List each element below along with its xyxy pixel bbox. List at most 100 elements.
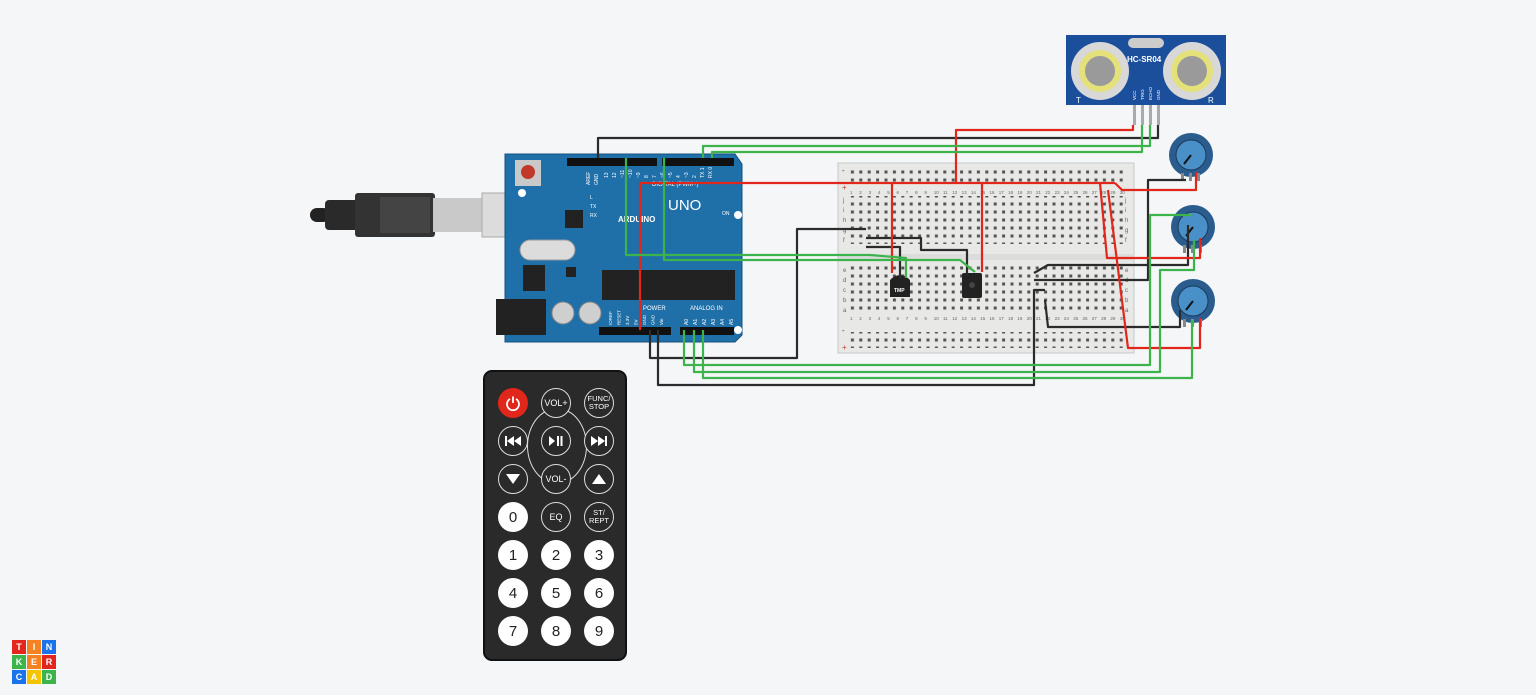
wire-green [692, 240, 1196, 374]
potentiometers[interactable] [1169, 133, 1215, 327]
digital-pin-label: ~3 [684, 172, 690, 178]
arduino-uno-board[interactable]: ARDUINO UNO DIGITAL (PWM~) POWER ANALOG … [496, 153, 743, 343]
column-number: 6 [897, 190, 900, 195]
remote-power-button[interactable] [498, 388, 528, 418]
on-led-label: ON [722, 211, 730, 217]
remote-button-label: 7 [508, 622, 518, 640]
column-number: 2 [859, 190, 862, 195]
remote-one-button[interactable]: 1 [498, 540, 528, 570]
column-number: 22 [1045, 190, 1051, 195]
analog-header-label: ANALOG IN [690, 306, 723, 312]
remote-six-button[interactable]: 6 [584, 578, 614, 608]
column-number: 15 [980, 316, 986, 321]
column-number: 24 [1064, 316, 1070, 321]
row-letter: b [843, 298, 847, 304]
row-letter: f [1125, 238, 1127, 244]
wire-black [656, 288, 1045, 387]
column-number: 23 [1055, 190, 1061, 195]
remote-next-button[interactable] [584, 426, 614, 456]
remote-seven-button[interactable]: 7 [498, 616, 528, 646]
remote-func-stop-button[interactable]: FUNC/ STOP [584, 388, 614, 418]
remote-button-label: FUNC/ STOP [587, 394, 611, 411]
remote-four-button[interactable]: 4 [498, 578, 528, 608]
column-number: 10 [934, 190, 940, 195]
wire-green [701, 125, 1152, 158]
column-number: 11 [943, 190, 948, 195]
power-pin-label: 5V [634, 319, 639, 325]
wire-black [648, 227, 866, 360]
digital-pin-label: ~10 [628, 169, 634, 178]
column-number: 26 [1083, 316, 1089, 321]
pin-label: GND [594, 174, 600, 186]
triangle-up-icon [592, 473, 606, 485]
row-letter: e [843, 268, 847, 274]
column-number: 19 [1017, 316, 1023, 321]
wire-black [866, 236, 969, 275]
digital-pin-label: 8 [644, 175, 650, 178]
remote-prev-button[interactable] [498, 426, 528, 456]
row-letter: d [843, 278, 846, 284]
potentiometer[interactable] [1169, 133, 1213, 181]
digital-pin-label: ~9 [636, 172, 642, 178]
remote-vol-up-button[interactable]: VOL+ [541, 388, 571, 418]
remote-down-button[interactable] [498, 464, 528, 494]
ir-receiver[interactable] [962, 273, 982, 298]
row-letter: a [1125, 308, 1129, 314]
column-number: 25 [1073, 190, 1079, 195]
logo-letter: I [27, 640, 41, 654]
remote-two-button[interactable]: 2 [541, 540, 571, 570]
digital-pin-label: 4 [676, 175, 682, 178]
column-number: 10 [934, 316, 940, 321]
remote-eight-button[interactable]: 8 [541, 616, 571, 646]
column-number: 20 [1027, 190, 1033, 195]
analog-pin-label: A2 [702, 319, 708, 325]
column-number: 5 [887, 316, 890, 321]
remote-play-pause-button[interactable] [541, 426, 571, 456]
digital-pin-label: ~11 [620, 170, 626, 178]
wires[interactable] [596, 125, 1202, 387]
column-number: 18 [1008, 316, 1014, 321]
column-number: 16 [990, 316, 996, 321]
remote-zero-button[interactable]: 0 [498, 502, 528, 532]
remote-vol-down-button[interactable]: VOL- [541, 464, 571, 494]
wire-green [701, 320, 1194, 380]
digital-pin-label: 7 [652, 175, 658, 178]
column-number: 27 [1092, 316, 1098, 321]
remote-nine-button[interactable]: 9 [584, 616, 614, 646]
column-number: 9 [924, 316, 927, 321]
remote-three-button[interactable]: 3 [584, 540, 614, 570]
tmp-sensor[interactable]: TMP [890, 275, 910, 297]
row-letter: h [843, 218, 846, 224]
digital-pin-label: 13 [604, 172, 610, 178]
row-letter: g [1125, 228, 1128, 234]
remote-button-label: VOL- [545, 473, 567, 484]
row-letter: c [1125, 288, 1128, 294]
remote-five-button[interactable]: 5 [541, 578, 571, 608]
potentiometer[interactable] [1171, 279, 1215, 327]
logo-letter: K [12, 655, 26, 669]
wire-black [596, 125, 1160, 158]
logo-letter: A [27, 670, 41, 684]
column-number: 30 [1120, 190, 1126, 195]
wire-red [1098, 182, 1202, 260]
column-number: 28 [1101, 190, 1107, 195]
column-number: 17 [999, 190, 1005, 195]
remote-button-label: 9 [594, 622, 604, 640]
wire-green [662, 158, 976, 273]
logo-letter: N [42, 640, 56, 654]
remote-up-button[interactable] [584, 464, 614, 494]
remote-st-rept-button[interactable]: ST/ REPT [584, 502, 614, 532]
row-letter: c [843, 288, 846, 294]
column-number: 13 [962, 316, 968, 321]
wire-green [624, 158, 908, 278]
row-letter: b [1125, 298, 1129, 304]
remote-eq-button[interactable]: EQ [541, 502, 571, 532]
row-letter: f [843, 238, 845, 244]
analog-pin-label: A5 [729, 319, 735, 325]
